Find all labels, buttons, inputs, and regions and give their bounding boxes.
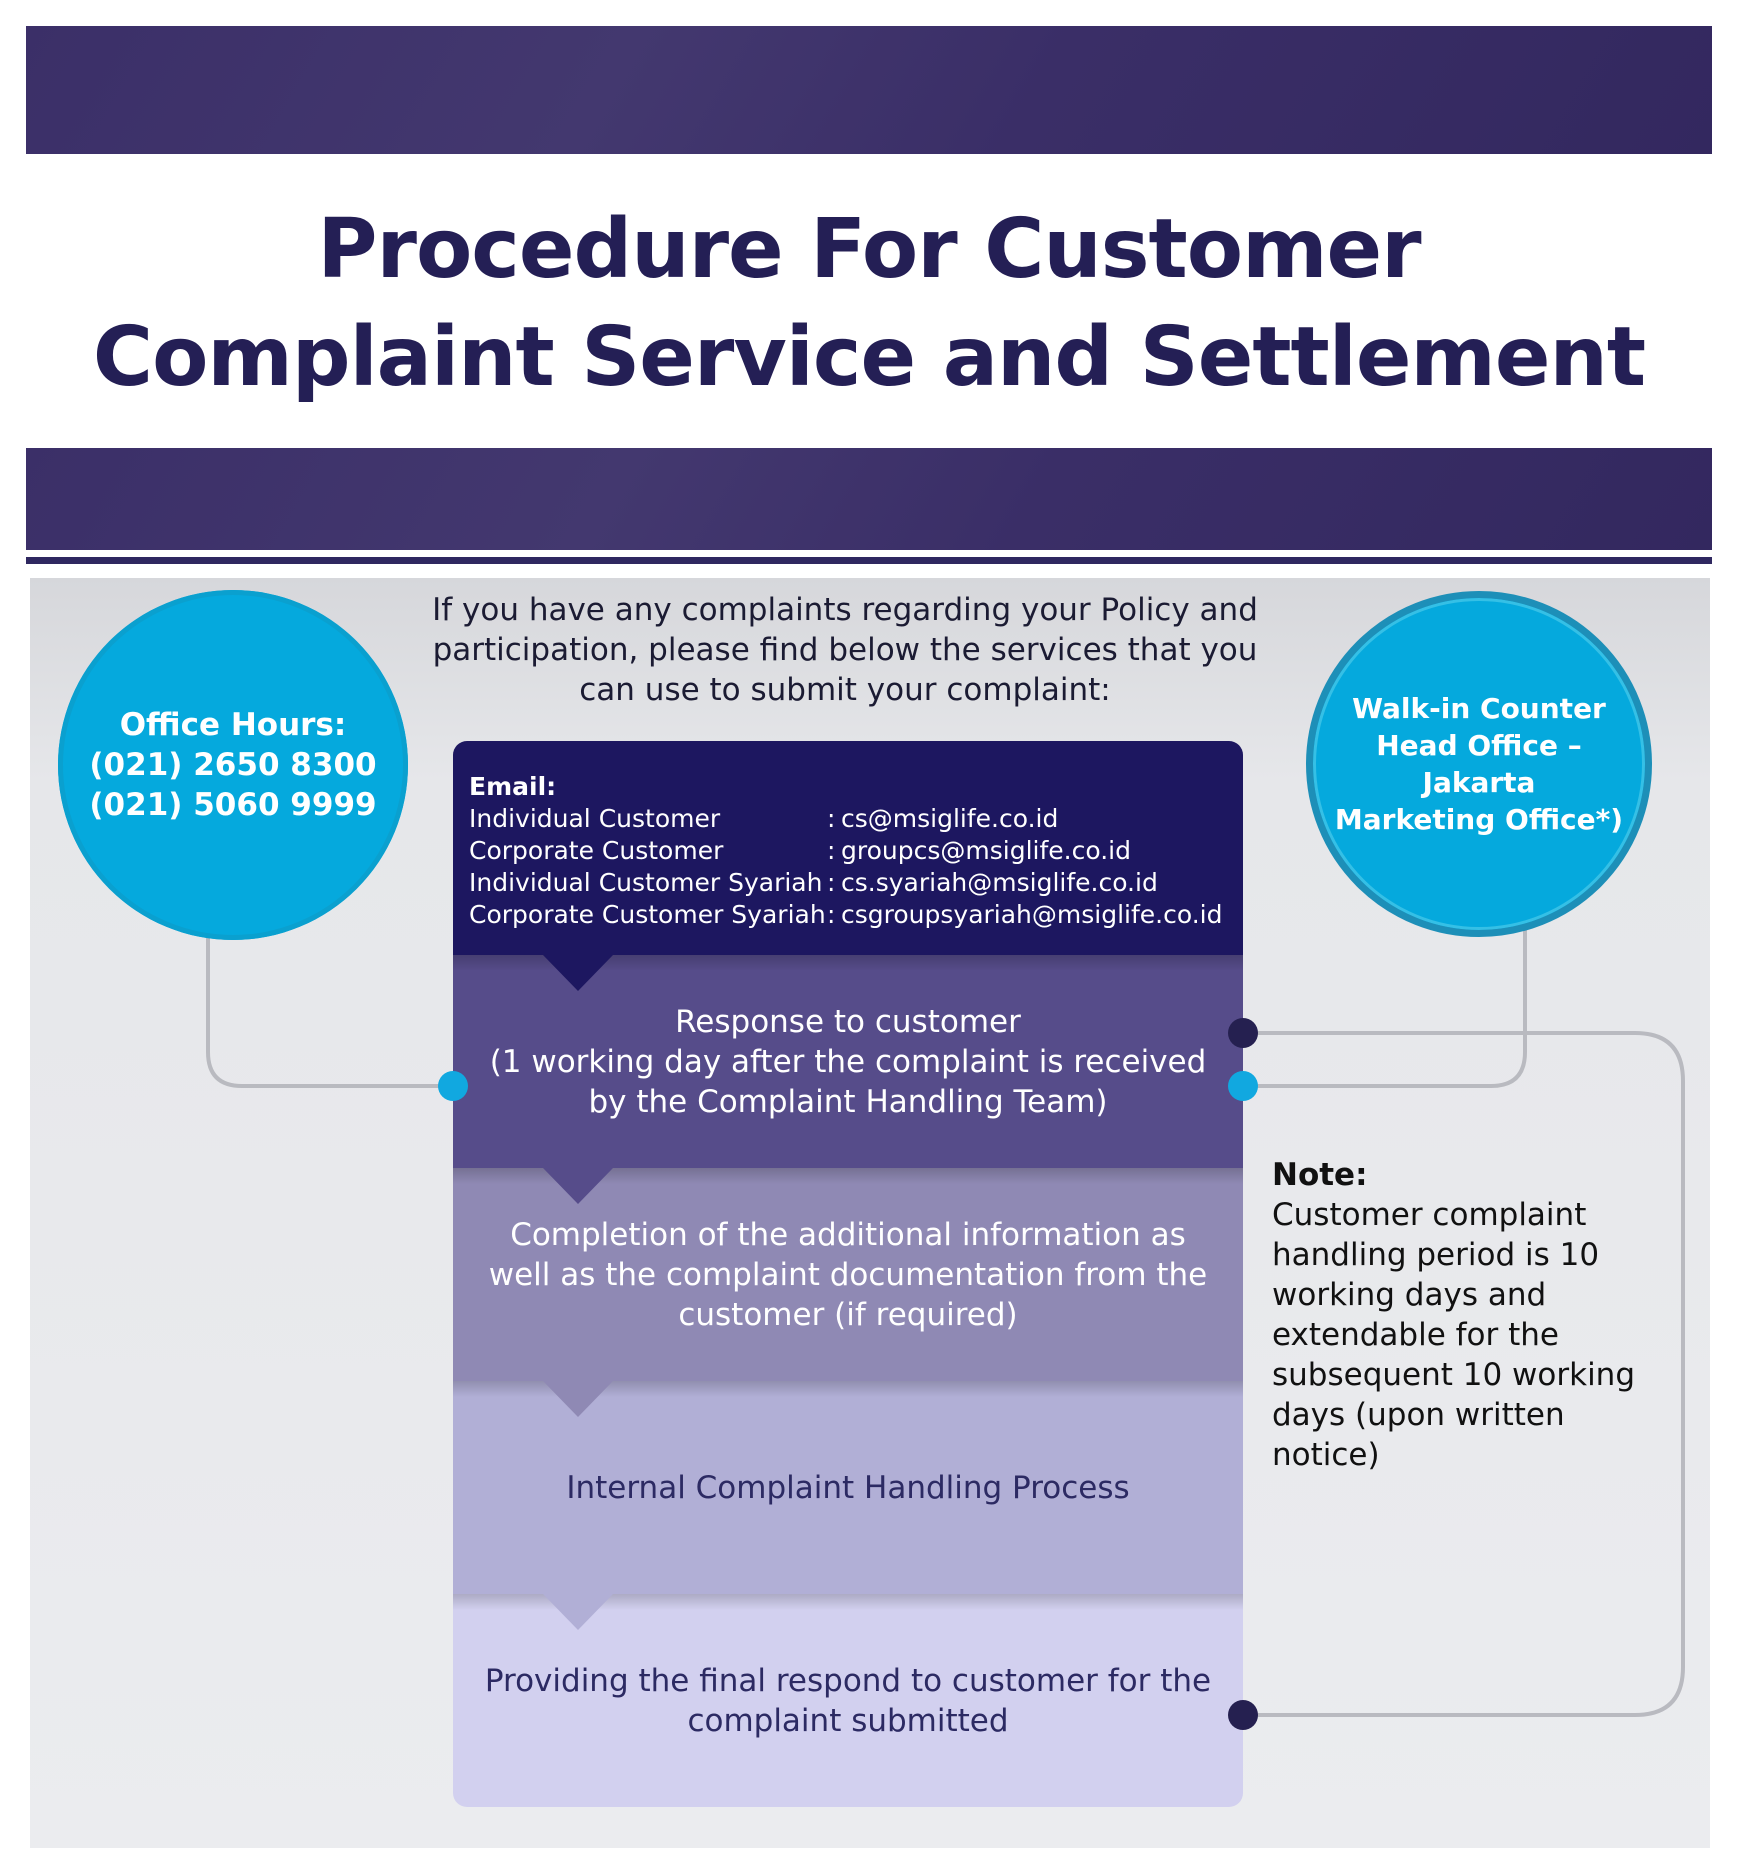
- period-loop-connector: [1243, 1031, 1685, 1717]
- email-row-separator: :: [827, 804, 836, 833]
- step-shadow: [453, 1381, 1243, 1397]
- walk-in-line-2: Head Office – Jakarta: [1376, 729, 1582, 799]
- header-band-top: [26, 26, 1712, 154]
- note-line-7: notice): [1272, 1437, 1380, 1473]
- title-line-1: Procedure For Customer: [317, 202, 1421, 297]
- arrow-notch-icon: [543, 1594, 613, 1630]
- office-hours-circle: Office Hours: (021) 2650 8300 (021) 5060…: [58, 590, 408, 940]
- email-row-address[interactable]: cs.syariah@msiglife.co.id: [841, 868, 1158, 897]
- step-shadow: [453, 1594, 1243, 1610]
- note-line-5: subsequent 10 working: [1272, 1357, 1636, 1393]
- final-response-step: Providing the final respond to customer …: [453, 1594, 1243, 1807]
- note-line-3: working days and: [1272, 1277, 1547, 1313]
- response-step: Response to customer (1 working day afte…: [453, 955, 1243, 1168]
- email-row: Individual Customer : cs@msiglife.co.id: [469, 803, 1243, 835]
- walk-in-counter-circle: Walk-in Counter Head Office – Jakarta Ma…: [1306, 591, 1652, 937]
- walk-in-line-3: Marketing Office*): [1334, 803, 1624, 836]
- email-row: Corporate Customer Syariah : csgroupsyar…: [469, 899, 1243, 931]
- email-row-address[interactable]: csgroupsyariah@msiglife.co.id: [841, 900, 1223, 929]
- intro-text: If you have any complaints regarding you…: [400, 590, 1290, 710]
- arrow-notch-icon: [543, 1168, 613, 1204]
- email-row-address[interactable]: groupcs@msiglife.co.id: [841, 836, 1131, 865]
- note-line-1: Customer complaint: [1272, 1197, 1587, 1233]
- completion-line-2: well as the complaint documentation from…: [488, 1256, 1208, 1293]
- final-response-line-2: complaint submitted: [687, 1702, 1009, 1739]
- header-divider-line: [26, 557, 1712, 564]
- left-connector-dot: [438, 1071, 468, 1101]
- office-hours-phone-2[interactable]: (021) 5060 9999: [89, 787, 377, 823]
- loop-end-dot: [1228, 1700, 1258, 1730]
- email-row-separator: :: [827, 836, 836, 865]
- internal-process-step: Internal Complaint Handling Process: [453, 1381, 1243, 1594]
- arrow-notch-icon: [543, 955, 613, 991]
- handling-period-note: Note: Customer complaint handling period…: [1272, 1155, 1642, 1475]
- note-title: Note:: [1272, 1157, 1368, 1193]
- email-row-address[interactable]: cs@msiglife.co.id: [841, 804, 1059, 833]
- email-row-separator: :: [827, 900, 836, 929]
- header-band-bottom: [26, 448, 1712, 550]
- email-row-label: Individual Customer: [469, 804, 721, 833]
- intro-line-1: If you have any complaints regarding you…: [432, 592, 1258, 628]
- page-title: Procedure For Customer Complaint Service…: [26, 196, 1712, 412]
- response-line-1: Response to customer: [675, 1003, 1021, 1040]
- email-heading: Email:: [469, 772, 557, 801]
- email-row: Individual Customer Syariah : cs.syariah…: [469, 867, 1243, 899]
- completion-step: Completion of the additional information…: [453, 1168, 1243, 1381]
- email-row-label: Corporate Customer Syariah: [469, 900, 826, 929]
- walk-in-connector: [1243, 930, 1527, 1088]
- title-line-2: Complaint Service and Settlement: [92, 310, 1646, 405]
- step-shadow: [453, 1168, 1243, 1184]
- note-line-6: days (upon written: [1272, 1397, 1565, 1433]
- note-line-2: handling period is 10: [1272, 1237, 1600, 1273]
- intro-line-2: participation, please find below the ser…: [432, 632, 1258, 668]
- arrow-notch-icon: [543, 1381, 613, 1417]
- walk-in-line-1: Walk-in Counter: [1352, 692, 1606, 725]
- loop-start-dot: [1228, 1018, 1258, 1048]
- office-hours-connector: [206, 930, 453, 1088]
- office-hours-label: Office Hours:: [119, 707, 347, 743]
- response-line-3: by the Complaint Handling Team): [588, 1083, 1108, 1120]
- process-flow: Email: Individual Customer : cs@msiglife…: [453, 741, 1243, 1807]
- email-row: Corporate Customer : groupcs@msiglife.co…: [469, 835, 1243, 867]
- email-step: Email: Individual Customer : cs@msiglife…: [453, 741, 1243, 955]
- note-line-4: extendable for the: [1272, 1317, 1559, 1353]
- completion-line-1: Completion of the additional information…: [510, 1216, 1186, 1253]
- internal-process-line-1: Internal Complaint Handling Process: [566, 1469, 1130, 1506]
- email-row-label: Corporate Customer: [469, 836, 724, 865]
- email-row-separator: :: [827, 868, 836, 897]
- response-line-2: (1 working day after the complaint is re…: [489, 1043, 1207, 1080]
- office-hours-phone-1[interactable]: (021) 2650 8300: [89, 747, 377, 783]
- step-shadow: [453, 955, 1243, 971]
- intro-line-3: can use to submit your complaint:: [579, 672, 1111, 708]
- final-response-line-1: Providing the final respond to customer …: [484, 1662, 1212, 1699]
- completion-line-3: customer (if required): [678, 1296, 1018, 1333]
- right-connector-dot: [1228, 1071, 1258, 1101]
- email-row-label: Individual Customer Syariah: [469, 868, 823, 897]
